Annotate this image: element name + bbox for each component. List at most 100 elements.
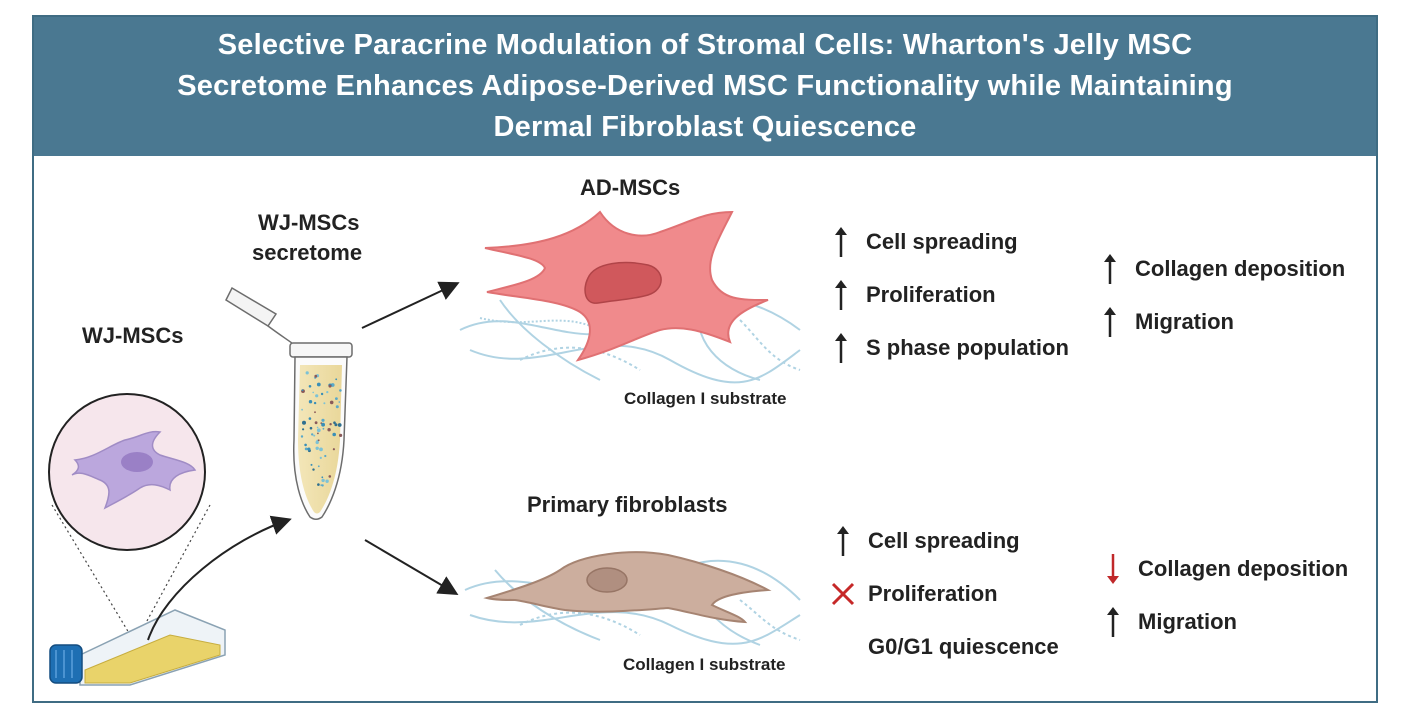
ad-effect-text: S phase population bbox=[866, 335, 1069, 360]
secretome-particle bbox=[313, 401, 317, 405]
fib-effect-quiescence: G0/G1 quiescence bbox=[830, 632, 1059, 662]
fib-effect-text: Migration bbox=[1138, 609, 1237, 634]
up-arrow-icon bbox=[828, 227, 854, 257]
secretome-particle bbox=[302, 420, 306, 425]
secretome-particle bbox=[311, 433, 314, 436]
secretome-particles bbox=[300, 371, 343, 487]
secretome-particle bbox=[321, 476, 324, 479]
ad-effect-collagen: Collagen deposition bbox=[1097, 254, 1345, 284]
secretome-particle bbox=[333, 421, 336, 425]
secretome-particle bbox=[321, 418, 325, 422]
secretome-particle bbox=[304, 447, 308, 451]
wj-mscs-label: WJ-MSCs bbox=[82, 323, 184, 348]
secretome-label-line1: WJ-MSCs bbox=[258, 210, 360, 235]
ad-msc-cell bbox=[484, 210, 769, 362]
fib-effect-migration: Migration bbox=[1100, 607, 1237, 637]
substrate-label-top: Collagen I substrate bbox=[624, 389, 787, 408]
secretome-particle bbox=[337, 423, 342, 427]
secretome-particle bbox=[314, 411, 316, 414]
secretome-particle bbox=[335, 378, 338, 381]
secretome-particle bbox=[315, 446, 319, 450]
secretome-particle bbox=[307, 447, 311, 451]
secretome-particle bbox=[326, 391, 329, 394]
cross-icon bbox=[830, 579, 856, 609]
secretome-particle bbox=[335, 397, 338, 400]
culture-flask bbox=[49, 609, 226, 686]
substrate-label-bottom: Collagen I substrate bbox=[623, 655, 786, 674]
secretome-particle bbox=[335, 405, 339, 409]
secretome-particle bbox=[319, 456, 322, 459]
secretome-particle bbox=[305, 371, 309, 375]
ad-effect-text: Cell spreading bbox=[866, 229, 1018, 254]
secretome-particle bbox=[316, 428, 321, 433]
secretome-particle bbox=[308, 385, 312, 388]
secretome-particle bbox=[308, 400, 313, 404]
secretome-particle bbox=[328, 475, 332, 478]
figure-frame: Selective Paracrine Modulation of Stroma… bbox=[32, 15, 1378, 703]
secretome-particle bbox=[319, 447, 323, 452]
arrow-to-fibroblasts bbox=[364, 539, 459, 596]
fib-effect-text: Cell spreading bbox=[868, 528, 1020, 553]
secretome-particle bbox=[321, 484, 324, 487]
fib-effect-text: Collagen deposition bbox=[1138, 556, 1349, 581]
secretome-particle bbox=[316, 382, 321, 387]
secretome-particle bbox=[317, 432, 319, 435]
up-arrow-icon bbox=[1100, 607, 1126, 637]
secretome-particle bbox=[339, 389, 342, 392]
secretome-particle bbox=[316, 426, 319, 429]
secretome-particle bbox=[301, 389, 304, 392]
secretome-particle bbox=[338, 401, 341, 403]
fib-effect-text: Proliferation bbox=[868, 581, 998, 606]
fib-effect-collagen: Collagen deposition bbox=[1100, 554, 1348, 584]
secretome-particle bbox=[314, 374, 318, 378]
title-banner: Selective Paracrine Modulation of Stroma… bbox=[34, 17, 1376, 156]
secretome-particle bbox=[310, 463, 313, 466]
arrow-to-ad-mscs bbox=[361, 281, 460, 329]
secretome-particle bbox=[327, 428, 331, 432]
secretome-particle bbox=[300, 435, 304, 438]
secretome-particle bbox=[317, 465, 320, 468]
secretome-particle bbox=[329, 400, 334, 405]
secretome-particle bbox=[314, 421, 318, 425]
fibroblasts-label: Primary fibroblasts bbox=[527, 492, 728, 517]
secretome-label-line2: secretome bbox=[252, 240, 363, 265]
title-line-1: Selective Paracrine Modulation of Stroma… bbox=[217, 29, 1193, 61]
secretome-particle bbox=[315, 440, 319, 445]
secretome-particle bbox=[332, 432, 337, 437]
secretome-particle bbox=[301, 408, 303, 411]
secretome-particle bbox=[323, 402, 326, 405]
up-arrow-icon bbox=[1097, 254, 1123, 284]
secretome-particle bbox=[320, 392, 324, 396]
secretome-particle bbox=[339, 433, 343, 437]
ad-mscs-label: AD-MSCs bbox=[580, 175, 681, 200]
fib-effect-cell-spreading: Cell spreading bbox=[830, 526, 1020, 556]
ad-effect-text: Migration bbox=[1135, 309, 1234, 334]
secretome-particle bbox=[334, 423, 338, 427]
no-icon-spacer bbox=[830, 632, 856, 662]
secretome-particle bbox=[324, 454, 327, 458]
secretome-particle bbox=[304, 443, 307, 447]
fib-effect-text: G0/G1 quiescence bbox=[868, 634, 1059, 659]
secretome-particle bbox=[321, 478, 325, 483]
secretome-particle bbox=[309, 426, 313, 430]
secretome-particle bbox=[302, 428, 305, 431]
secretome-particle bbox=[329, 423, 332, 426]
up-arrow-icon bbox=[830, 526, 856, 556]
secretome-particle bbox=[328, 384, 332, 388]
secretome-particle bbox=[312, 468, 315, 471]
title-line-2: Secretome Enhances Adipose-Derived MSC F… bbox=[177, 70, 1233, 102]
secretome-particle bbox=[317, 439, 320, 442]
ad-effect-proliferation: Proliferation bbox=[828, 280, 996, 310]
ad-effect-text: Collagen deposition bbox=[1135, 256, 1346, 281]
secretome-particle bbox=[332, 448, 335, 451]
ad-effect-migration: Migration bbox=[1097, 307, 1234, 337]
arrow-flask-to-tube bbox=[147, 515, 292, 641]
secretome-particle bbox=[312, 391, 315, 394]
up-arrow-icon bbox=[828, 333, 854, 363]
secretome-particle bbox=[308, 417, 312, 420]
ad-effect-cell-spreading: Cell spreading bbox=[828, 227, 1018, 257]
wj-msc-zoom-circle bbox=[48, 393, 211, 644]
fib-effect-proliferation: Proliferation bbox=[830, 579, 998, 609]
down-arrow-icon bbox=[1100, 554, 1126, 584]
